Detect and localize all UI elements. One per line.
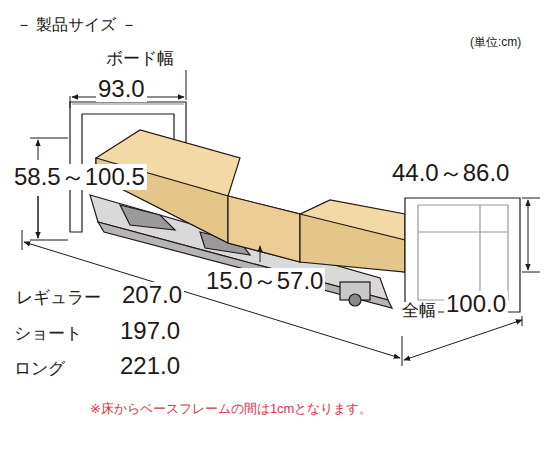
dimension-value: 221.0 (120, 353, 180, 379)
dimension-value: 207.0 (120, 282, 184, 308)
dimension-value: 197.0 (120, 318, 180, 344)
dimension-value: 58.5～100.5 (12, 164, 147, 190)
dimension-value: 44.0～86.0 (390, 160, 511, 186)
dimension-value: 15.0～57.0 (204, 268, 325, 294)
dimension-label: 全幅 (400, 302, 438, 321)
dimension-label: ボード幅 (104, 50, 176, 69)
unit-note: (単位:cm) (470, 36, 521, 49)
size-name: レギュラー (14, 289, 103, 308)
footnote: ※床からベースフレームの間は1cmとなります。 (90, 402, 372, 416)
dimension-value: 100.0 (444, 291, 508, 317)
size-name: ロング (14, 360, 65, 379)
size-name: ショート (14, 325, 82, 344)
heading: － 製品サイズ － (16, 16, 137, 34)
dimension-value: 93.0 (96, 76, 147, 102)
